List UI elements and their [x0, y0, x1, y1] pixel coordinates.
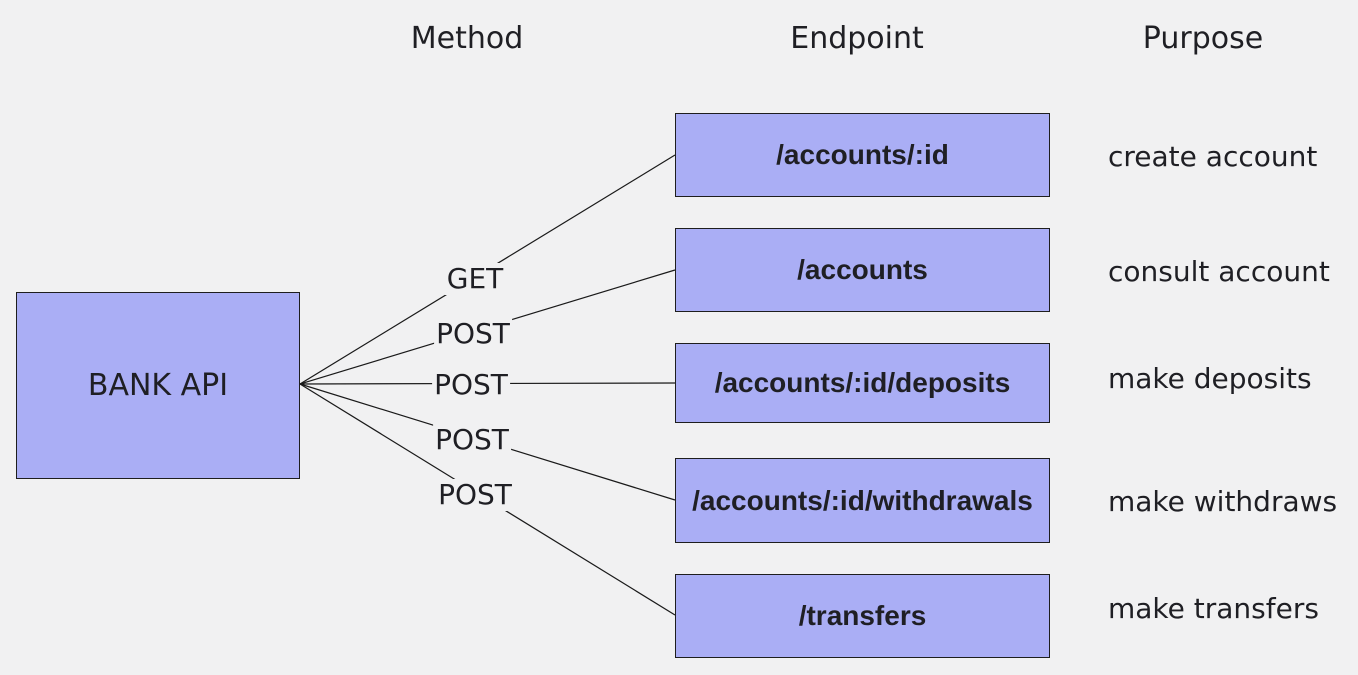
purpose-column-header: Purpose	[1142, 21, 1264, 56]
endpoint-box-withdrawals: /accounts/:id/withdrawals	[675, 458, 1050, 543]
endpoint-box-transfers: /transfers	[675, 574, 1050, 658]
method-label-get: GET	[444, 262, 506, 295]
endpoint-path: /accounts	[797, 254, 928, 285]
method-label-post-transfers: POST	[436, 478, 514, 511]
bank-api-box: BANK API	[16, 292, 300, 479]
method-label-post-accounts: POST	[434, 317, 512, 350]
endpoint-path: /accounts/:id	[776, 139, 949, 170]
purpose-label-make-transfers: make transfers	[1108, 592, 1319, 625]
endpoint-box-deposits: /accounts/:id/deposits	[675, 343, 1050, 423]
purpose-label-create-account: create account	[1108, 140, 1318, 173]
bank-api-label: BANK API	[87, 368, 229, 403]
endpoint-box-accounts: /accounts	[675, 228, 1050, 312]
method-label-post-withdrawals: POST	[433, 423, 511, 456]
endpoint-path: /accounts/:id/deposits	[714, 367, 1011, 398]
endpoint-path: /accounts/:id/withdrawals	[692, 484, 1033, 516]
method-label-post-deposits: POST	[432, 368, 510, 401]
purpose-label-make-deposits: make deposits	[1108, 362, 1312, 395]
endpoint-path: /transfers	[798, 600, 927, 631]
purpose-label-consult-account: consult account	[1108, 255, 1330, 288]
endpoint-box-account-by-id: /accounts/:id	[675, 113, 1050, 197]
endpoint-column-header: Endpoint	[790, 21, 924, 56]
method-column-header: Method	[410, 21, 524, 56]
purpose-label-make-withdraws: make withdraws	[1108, 485, 1338, 518]
